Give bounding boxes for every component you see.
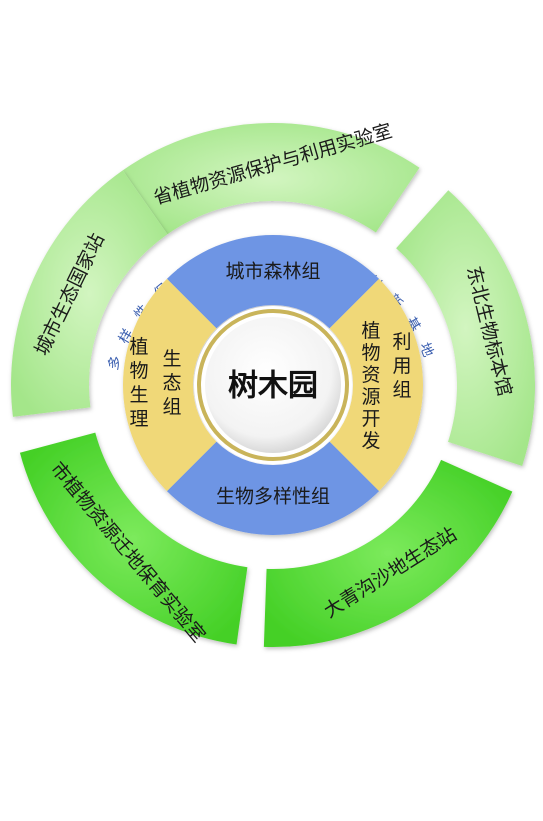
quadrant-label-right-inner: 植物资源开发 <box>361 320 380 452</box>
outer-segment-provincial-lab <box>122 122 420 235</box>
outer-segment-urban-ecology-station <box>11 170 168 417</box>
quadrant-label-bottom: 生物多样性组 <box>216 486 330 508</box>
inner-quadrant-top <box>166 235 380 329</box>
inner-circle <box>123 235 423 535</box>
inner-quadrant-right <box>329 278 423 492</box>
outer-segment-specimen-museum <box>396 190 535 466</box>
quadrant-label-top: 城市森林组 <box>225 261 320 283</box>
quadrant-label-left-inner: 生态组 <box>162 348 181 418</box>
inner-quadrant-left <box>123 278 217 492</box>
inner-quadrant-bottom <box>166 441 380 535</box>
outer-segment-desert-ecology-station <box>263 459 513 647</box>
quadrant-label-left-outer: 植物生理 <box>129 336 148 430</box>
outer-segment-ex-situ-lab <box>19 432 248 645</box>
center-hub: 树木园 <box>194 306 352 464</box>
outer-ring <box>11 122 535 647</box>
center-label: 树木园 <box>228 369 318 404</box>
quadrant-label-right-outer: 利用组 <box>392 331 411 401</box>
